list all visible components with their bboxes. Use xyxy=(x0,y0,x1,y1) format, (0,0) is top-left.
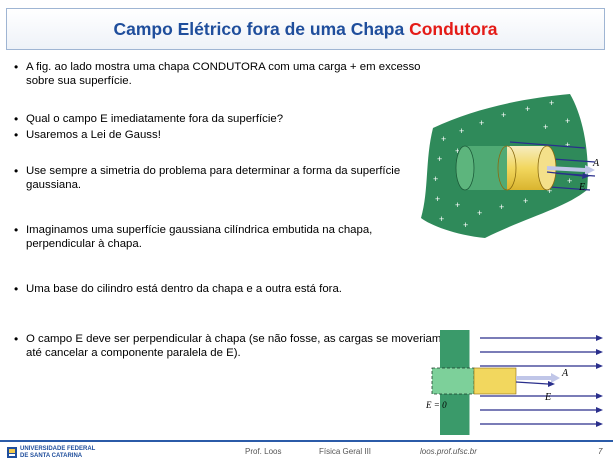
svg-text:+: + xyxy=(543,122,548,132)
logo-line-2: DE SANTA CATARINA xyxy=(20,452,83,459)
svg-text:+: + xyxy=(455,200,460,210)
footer-course: Física Geral III xyxy=(319,447,372,456)
footer-divider xyxy=(0,440,613,442)
bullet-item: Imaginamos uma superfície gaussiana cilí… xyxy=(14,223,444,252)
footer-author: Prof. Loos xyxy=(245,447,282,456)
svg-text:+: + xyxy=(437,154,442,164)
university-logo: UNIVERSIDADE FEDERAL DE SANTA CATARINA xyxy=(6,446,116,460)
slide-footer: UNIVERSIDADE FEDERAL DE SANTA CATARINA P… xyxy=(0,440,613,462)
title-main: Campo Elétrico fora de uma Chapa xyxy=(113,18,410,39)
svg-text:+: + xyxy=(549,98,554,108)
svg-text:+: + xyxy=(472,404,477,414)
svg-text:+: + xyxy=(472,344,477,354)
bullet-item: Use sempre a simetria do problema para d… xyxy=(14,164,444,193)
title-accent: Condutora xyxy=(409,18,498,39)
svg-text:+: + xyxy=(455,146,460,156)
svg-text:+: + xyxy=(565,140,570,150)
svg-text:+: + xyxy=(435,194,440,204)
plate-charges: ++++++ ++++ ++ +++++++ ++ xyxy=(433,98,572,230)
svg-text:+: + xyxy=(499,202,504,212)
field-vector xyxy=(546,171,584,177)
cylinder-outside-section xyxy=(473,367,517,395)
field-lines-bottom xyxy=(480,337,596,425)
svg-text:+: + xyxy=(477,208,482,218)
svg-text:+: + xyxy=(547,186,552,196)
label-E-bottom: E xyxy=(544,392,551,403)
svg-text:+: + xyxy=(525,104,530,114)
svg-text:+: + xyxy=(565,116,570,126)
svg-text:+: + xyxy=(472,332,477,342)
label-A: A xyxy=(592,158,600,169)
svg-text:+: + xyxy=(472,392,477,402)
logo-line-1: UNIVERSIDADE FEDERAL xyxy=(20,446,96,452)
bullet-item: Usaremos a Lei de Gauss! xyxy=(14,128,444,143)
svg-text:+: + xyxy=(501,110,506,120)
university-name: UNIVERSIDADE FEDERAL DE SANTA CATARINA xyxy=(20,446,95,459)
slide-title-bar: Campo Elétrico fora de uma Chapa Conduto… xyxy=(6,8,605,50)
bullet-item: O campo E deve ser perpendicular à chapa… xyxy=(14,332,444,361)
svg-text:+: + xyxy=(459,126,464,136)
svg-text:+: + xyxy=(433,174,438,184)
bullet-item: Uma base do cilindro está dentro da chap… xyxy=(14,282,444,297)
svg-text:+: + xyxy=(439,214,444,224)
svg-text:+: + xyxy=(463,220,468,230)
svg-text:+: + xyxy=(523,196,528,206)
svg-text:+: + xyxy=(472,356,477,366)
bullet-item: Qual o campo E imediatamente fora da sup… xyxy=(14,112,444,127)
area-vector xyxy=(546,166,586,172)
svg-text:+: + xyxy=(472,416,477,426)
cross-section-figure: ++++ +++++ A E E = 0 xyxy=(426,330,603,435)
label-E-zero: E = 0 xyxy=(426,400,447,410)
page-number: 7 xyxy=(598,447,603,456)
cylinder-inside-section xyxy=(431,367,475,395)
footer-url: loos.prof.ufsc.br xyxy=(420,447,477,456)
svg-text:+: + xyxy=(472,426,477,435)
plate-cylinder-figure: ++++++ ++++ ++ +++++++ ++ A E xyxy=(421,94,600,238)
cylinder-inner-base xyxy=(455,145,475,191)
label-A-bottom: A xyxy=(561,368,569,379)
slide-title: Campo Elétrico fora de uma Chapa Conduto… xyxy=(113,19,497,40)
university-crest-icon xyxy=(7,447,17,458)
svg-text:+: + xyxy=(479,118,484,128)
svg-text:+: + xyxy=(567,176,572,186)
bullet-item: A fig. ao lado mostra uma chapa CONDUTOR… xyxy=(14,60,444,89)
svg-text:+: + xyxy=(441,134,446,144)
label-E: E xyxy=(578,182,585,193)
